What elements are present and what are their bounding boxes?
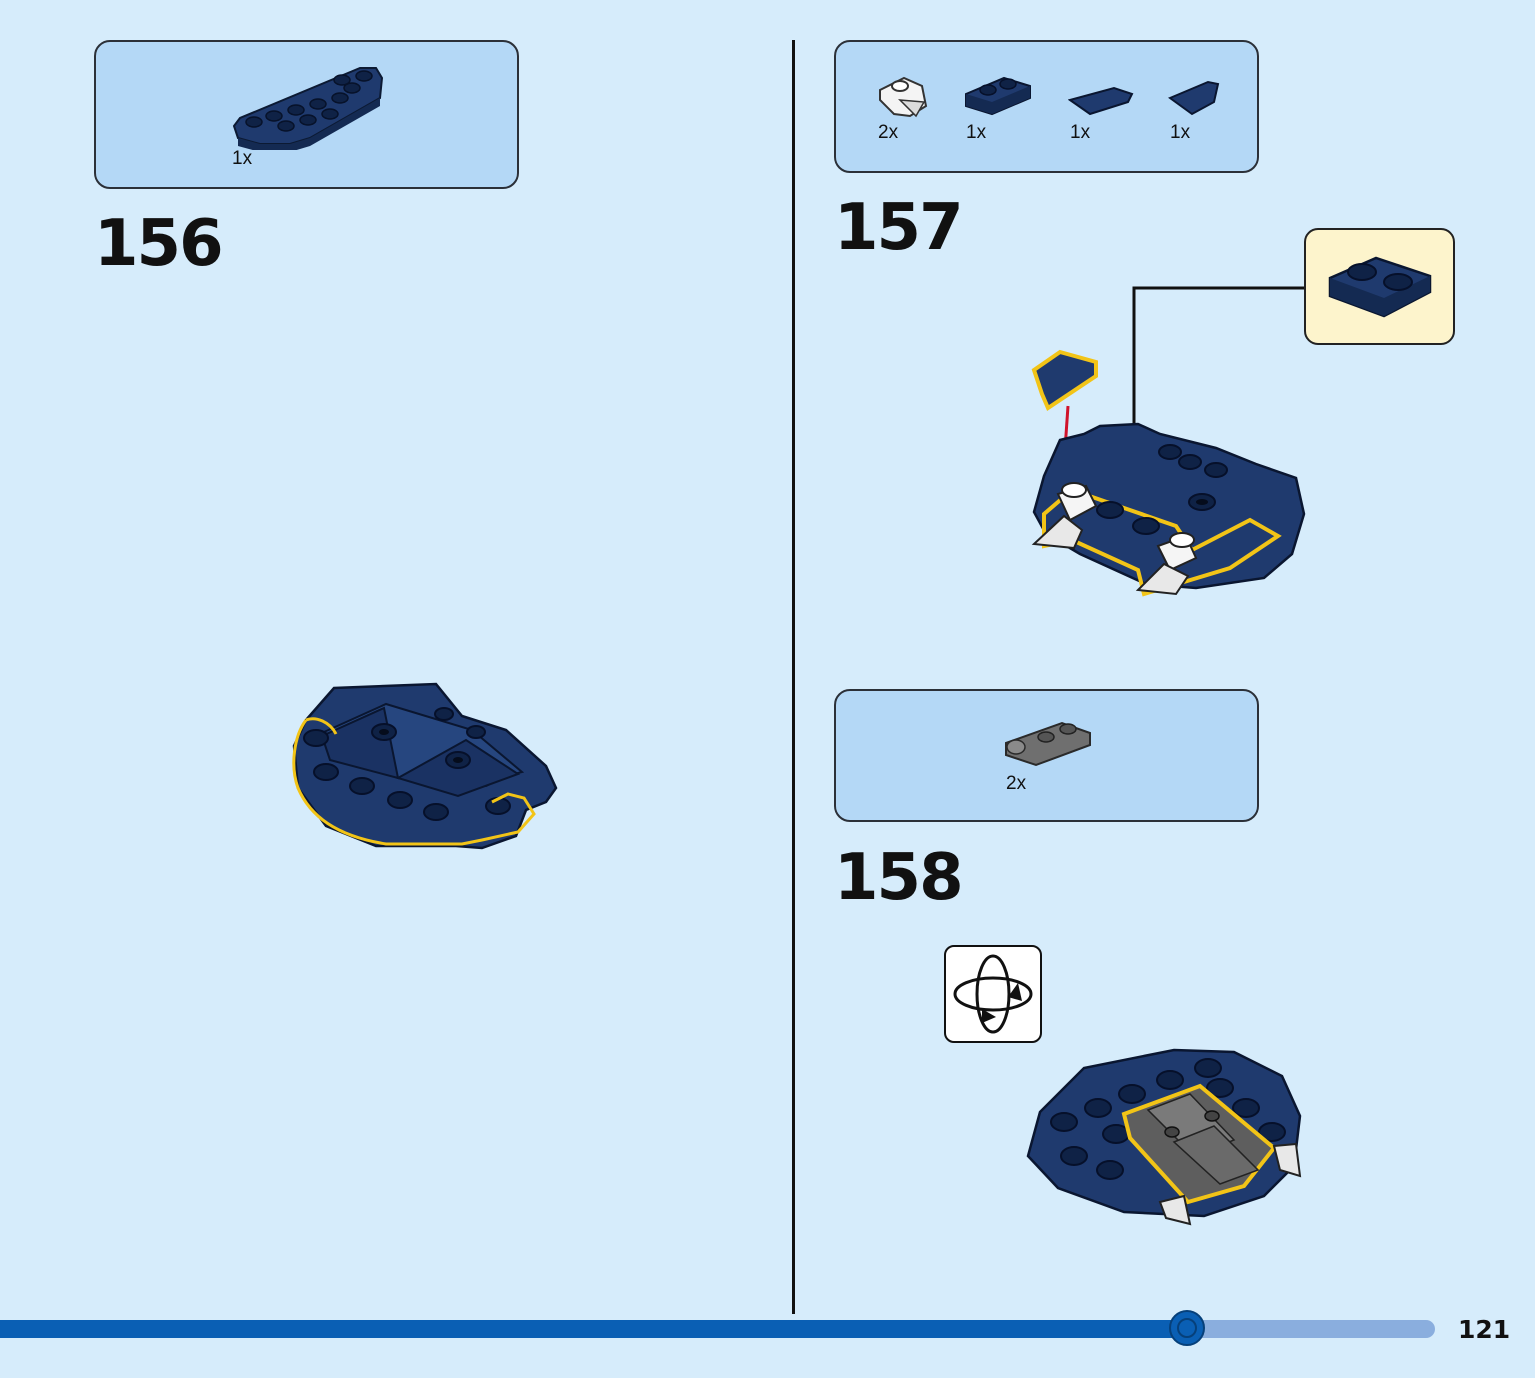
step-number-158: 158	[834, 841, 964, 915]
round-plate-part-image	[232, 67, 384, 150]
part-quantity: 1x	[966, 122, 987, 143]
part-quantity: 1x	[1170, 122, 1191, 143]
parts-list-157: 2x 1x 1x 1x	[834, 40, 1259, 173]
progress-fill	[0, 1320, 1187, 1338]
white-tooth-part-image	[879, 76, 928, 118]
step-156-model-image	[292, 682, 558, 850]
page-divider	[792, 40, 795, 1314]
rotate-model-icon	[944, 945, 1042, 1043]
step-number-157: 157	[834, 191, 964, 265]
part-quantity: 1x	[232, 148, 253, 169]
part-quantity: 2x	[878, 122, 899, 143]
rotate-arrows-icon	[953, 954, 1033, 1034]
callout-plate-image	[1328, 256, 1432, 318]
parts-list-158: 2x	[834, 689, 1259, 822]
parts-list-156: 1x	[94, 40, 519, 189]
part-quantity: 2x	[1006, 773, 1027, 794]
page-number: 121	[1458, 1315, 1511, 1344]
step-number-156: 156	[94, 207, 224, 281]
progress-knob	[1169, 1310, 1205, 1346]
part-quantity: 1x	[1070, 122, 1091, 143]
wedge-plate-part-image	[1068, 86, 1134, 116]
clip-plate-part-image	[1005, 721, 1091, 767]
plate-1x2-part-image	[965, 76, 1031, 116]
step-157-model-image	[1031, 349, 1306, 597]
wedge-tile-part-image	[1168, 80, 1220, 116]
sub-assembly-callout	[1304, 228, 1455, 345]
step-158-model-image	[1026, 1048, 1302, 1226]
